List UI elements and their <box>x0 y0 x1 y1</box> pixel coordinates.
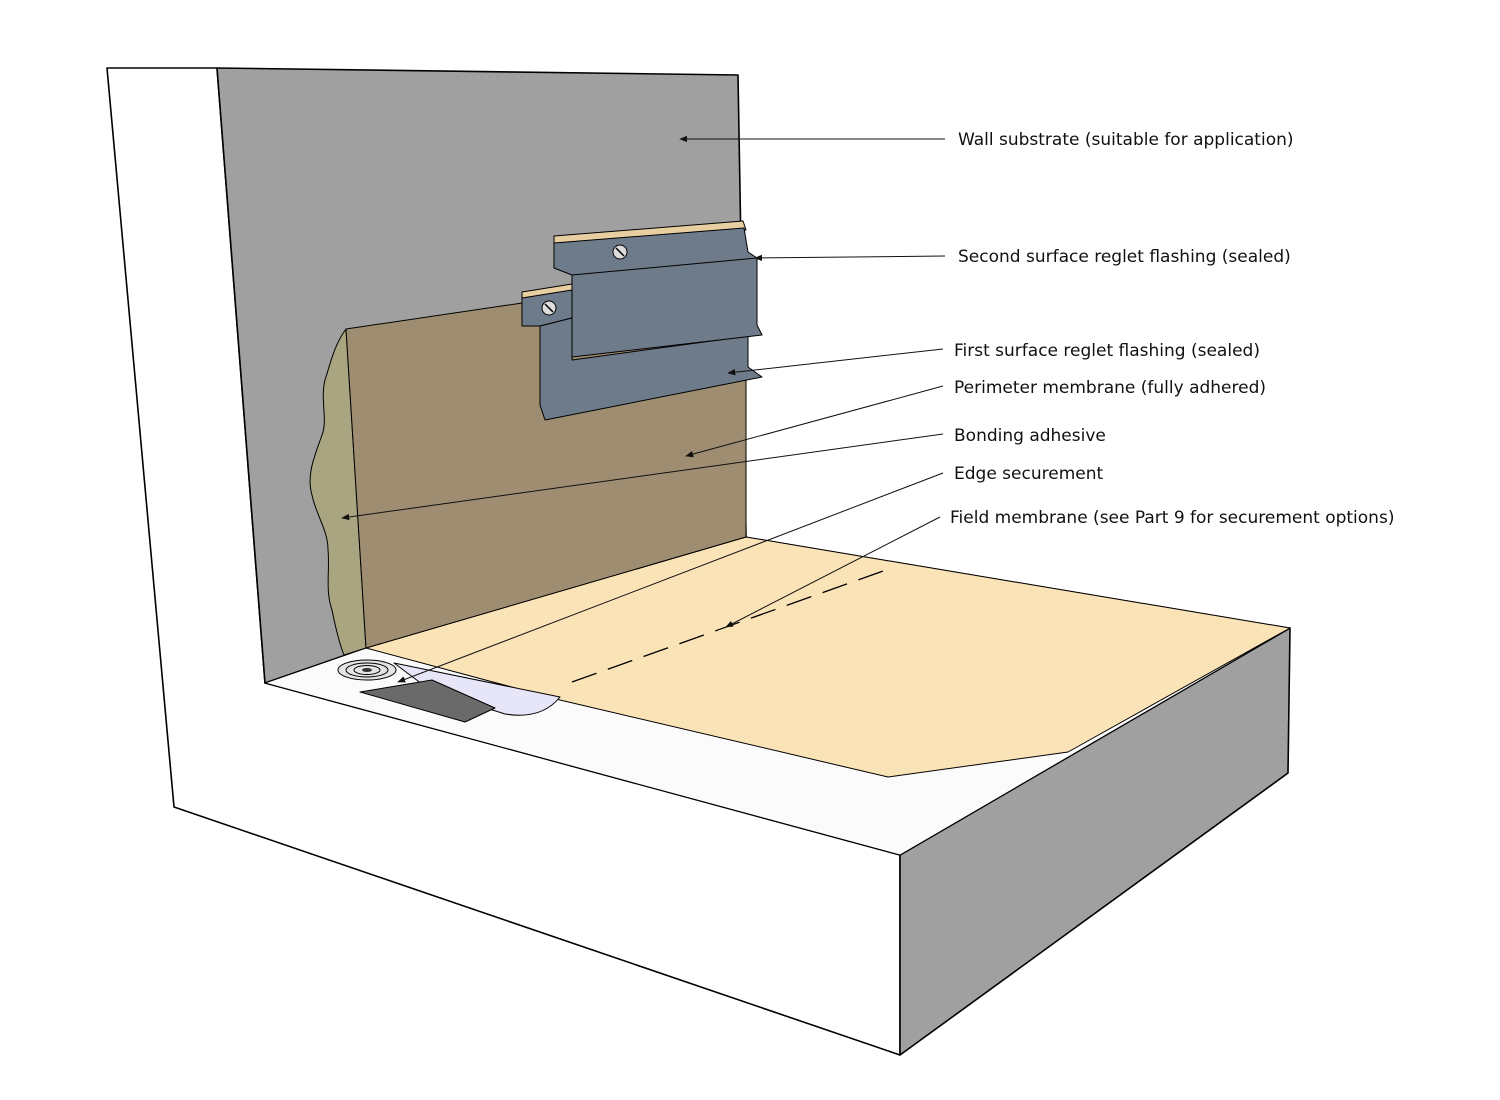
leader-first-reglet <box>727 348 944 376</box>
callout-perimeter-membrane: Perimeter membrane (fully adhered) <box>954 378 1266 398</box>
callout-field-membrane: Field membrane (see Part 9 for securemen… <box>950 508 1394 528</box>
callout-wall-substrate: Wall substrate (suitable for application… <box>958 130 1294 150</box>
leader-field-membrane <box>725 516 941 628</box>
first-reglet-flashing <box>521 283 763 421</box>
callout-bonding-adhesive: Bonding adhesive <box>954 426 1106 446</box>
leader-perimeter-membrane <box>685 385 944 458</box>
second-reglet-sealant <box>553 220 747 245</box>
callout-edge-securement: Edge securement <box>954 464 1103 484</box>
second-reglet-flashing <box>553 220 763 358</box>
edge-securement-strip <box>359 679 496 723</box>
exposed-sheet <box>393 662 561 716</box>
leader-second-reglet <box>754 254 946 262</box>
callout-first-reglet: First surface reglet flashing (sealed) <box>954 341 1260 361</box>
fastener-plate-icon <box>337 659 397 681</box>
bonding-adhesive <box>309 328 367 656</box>
leader-edge-securement <box>397 472 944 683</box>
callout-second-reglet: Second surface reglet flashing (sealed) <box>958 247 1291 267</box>
leader-bonding-adhesive <box>341 433 944 521</box>
